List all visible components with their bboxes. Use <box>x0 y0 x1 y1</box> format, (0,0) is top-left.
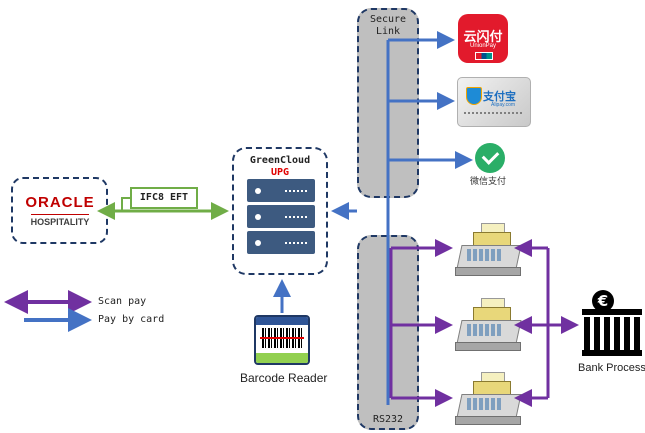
oracle-node: ORACLE HOSPITALITY <box>11 177 108 244</box>
server-unit <box>247 179 315 202</box>
alipay-card: 支付宝 Alipay.com <box>457 77 531 127</box>
bank-euro-symbol: € <box>597 292 609 310</box>
oracle-divider <box>31 214 89 215</box>
bank-label: Bank Processor <box>578 362 645 374</box>
alipay-shield-icon <box>466 87 482 105</box>
upg-title: GreenCloud <box>249 155 311 166</box>
server-unit <box>247 231 315 254</box>
legend-pay-by-card-label: Pay by card <box>98 314 165 325</box>
unionpay-en: UnionPay <box>469 43 496 49</box>
alipay-en: Alipay.com <box>491 102 516 108</box>
barcode-reader-icon <box>254 315 310 365</box>
alipay-cn: 支付宝 <box>483 90 516 103</box>
bank-icon: € <box>582 290 645 360</box>
server-unit <box>247 205 315 228</box>
upg-subtitle: UPG <box>270 167 290 178</box>
legend-scan-pay-label: Scan pay <box>98 296 147 307</box>
secure-link-line1: Secure <box>369 14 407 25</box>
pos-terminal-icon <box>455 372 523 425</box>
wechat-pay-label: 微信支付 <box>470 177 507 187</box>
oracle-logo: ORACLE HOSPITALITY <box>25 194 95 230</box>
upg-node: GreenCloud UPG <box>232 147 328 275</box>
oracle-brand: ORACLE <box>25 194 95 211</box>
rs232-label: RS232 <box>372 414 404 425</box>
pos-terminal-icon <box>455 223 523 276</box>
barcode-reader-label: Barcode Reader <box>240 371 328 385</box>
wechat-pay-icon <box>475 143 505 173</box>
server-icon <box>247 179 315 255</box>
unionpay-logo: 云闪付 UnionPay <box>458 14 508 63</box>
pos-terminal-icon <box>455 298 523 351</box>
ifc8-label-connector <box>121 197 130 211</box>
secure-link-line2: Link <box>375 26 401 37</box>
unionpay-cn: 云闪付 <box>463 30 503 45</box>
ifc8-label: IFC8 EFT <box>139 192 189 203</box>
oracle-sub: HOSPITALITY <box>30 217 90 227</box>
